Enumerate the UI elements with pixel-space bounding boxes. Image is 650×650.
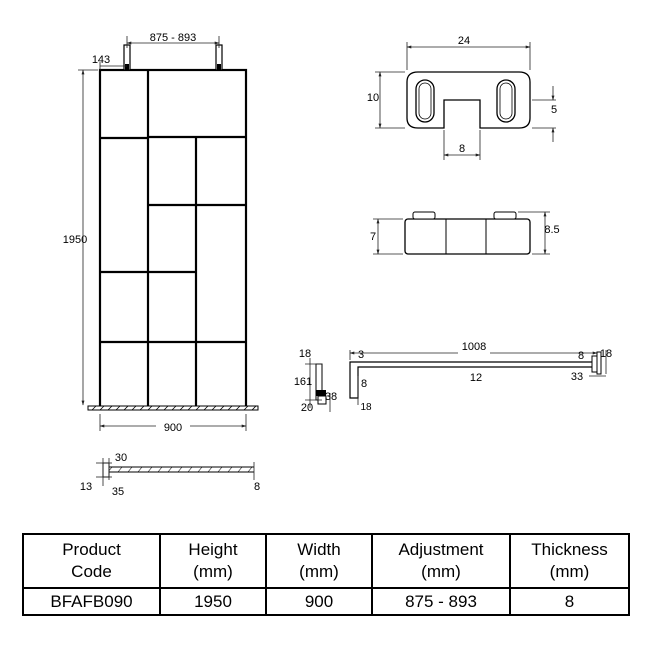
arm-dimension-20: 20 [301,402,313,414]
bracket-side-view: 7 8.5 [370,211,560,255]
arm-dimension-8-left: 8 [361,378,367,390]
arm-dimension-38: 38 [325,391,337,403]
plan-dimension-13: 13 [80,481,92,493]
table-row: BFAFB090 1950 900 875 - 893 8 [22,587,630,616]
header-height: Height(mm) [159,533,267,589]
plan-dimension-30: 30 [115,452,127,464]
support-arm-bar: 1008 3 12 8 8 18 33 [349,341,612,405]
bracket-tab-dimension: 8 [459,143,465,155]
bracket-side-dimension-right: 8.5 [544,224,559,236]
cell-width: 900 [265,587,373,616]
arm-dimension-18-top: 18 [299,348,311,360]
arm-dimension-12: 12 [470,372,482,384]
arm-dimension-18-right: 18 [600,348,612,360]
plan-dimension-35: 35 [112,486,124,498]
arm-dimension-3: 3 [358,349,364,361]
post-offset-dimension: 143 [92,54,110,66]
cell-height: 1950 [159,587,267,616]
arm-dimension-8-right: 8 [578,350,584,362]
cell-adjustment: 875 - 893 [371,587,511,616]
bracket-width-dimension: 24 [458,35,470,47]
width-dimension: 900 [164,422,182,434]
bracket-top-view: 24 10 5 8 [367,35,557,160]
screen-plan-view: 30 13 35 8 [80,452,260,498]
plan-dimension-8: 8 [254,481,260,493]
screen-grid-bars [100,70,246,407]
bracket-slot-dimension: 5 [551,104,557,116]
arm-dimension-18-bottom: 18 [360,402,372,413]
cell-product-code: BFAFB090 [22,587,161,616]
screen-front-view: 875 - 893 143 1950 900 [63,32,259,434]
adjustment-dimension: 875 - 893 [150,32,196,44]
header-width: Width(mm) [265,533,373,589]
height-dimension: 1950 [63,234,87,246]
header-thickness: Thickness(mm) [509,533,630,589]
technical-drawing: 875 - 893 143 1950 900 30 13 35 8 [63,32,612,498]
support-arm-left-bracket: 18 161 38 20 18 [294,348,372,414]
bracket-height-dimension: 10 [367,92,379,104]
ceiling-posts [123,44,223,71]
header-adjustment: Adjustment(mm) [371,533,511,589]
cell-thickness: 8 [509,587,630,616]
arm-dimension-33: 33 [571,371,583,383]
arm-length-dimension: 1008 [462,341,486,353]
bracket-side-dimension-left: 7 [370,231,376,243]
floor-base [87,405,259,411]
arm-dimension-161: 161 [294,376,312,388]
